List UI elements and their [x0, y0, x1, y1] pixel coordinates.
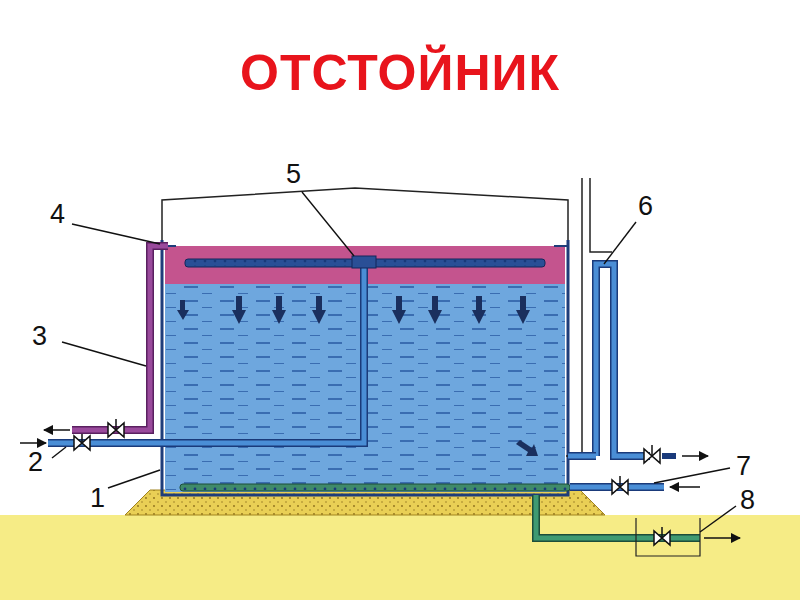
roof [162, 188, 568, 246]
callout-number: 1 [88, 484, 107, 513]
callout-number: 4 [48, 200, 67, 229]
leader-lines [52, 192, 736, 532]
callout-number: 8 [738, 486, 757, 515]
wall-lip [554, 245, 568, 247]
callout-number: 5 [284, 160, 303, 189]
distributor-pipe [185, 256, 545, 268]
wash-pipe [180, 476, 700, 494]
ground [0, 515, 800, 600]
inlet-pipe [20, 264, 364, 450]
oil-outlet-pipe [44, 246, 168, 437]
water-outlet-pipe [566, 178, 708, 463]
callout-number: 6 [636, 192, 655, 221]
drain-pipe [536, 495, 740, 556]
callout-number: 7 [734, 452, 753, 481]
callout-number: 3 [30, 322, 49, 351]
title: ОТСТОЙНИК [0, 44, 800, 102]
callout-number: 2 [26, 448, 45, 477]
flow-arrows [177, 296, 538, 456]
